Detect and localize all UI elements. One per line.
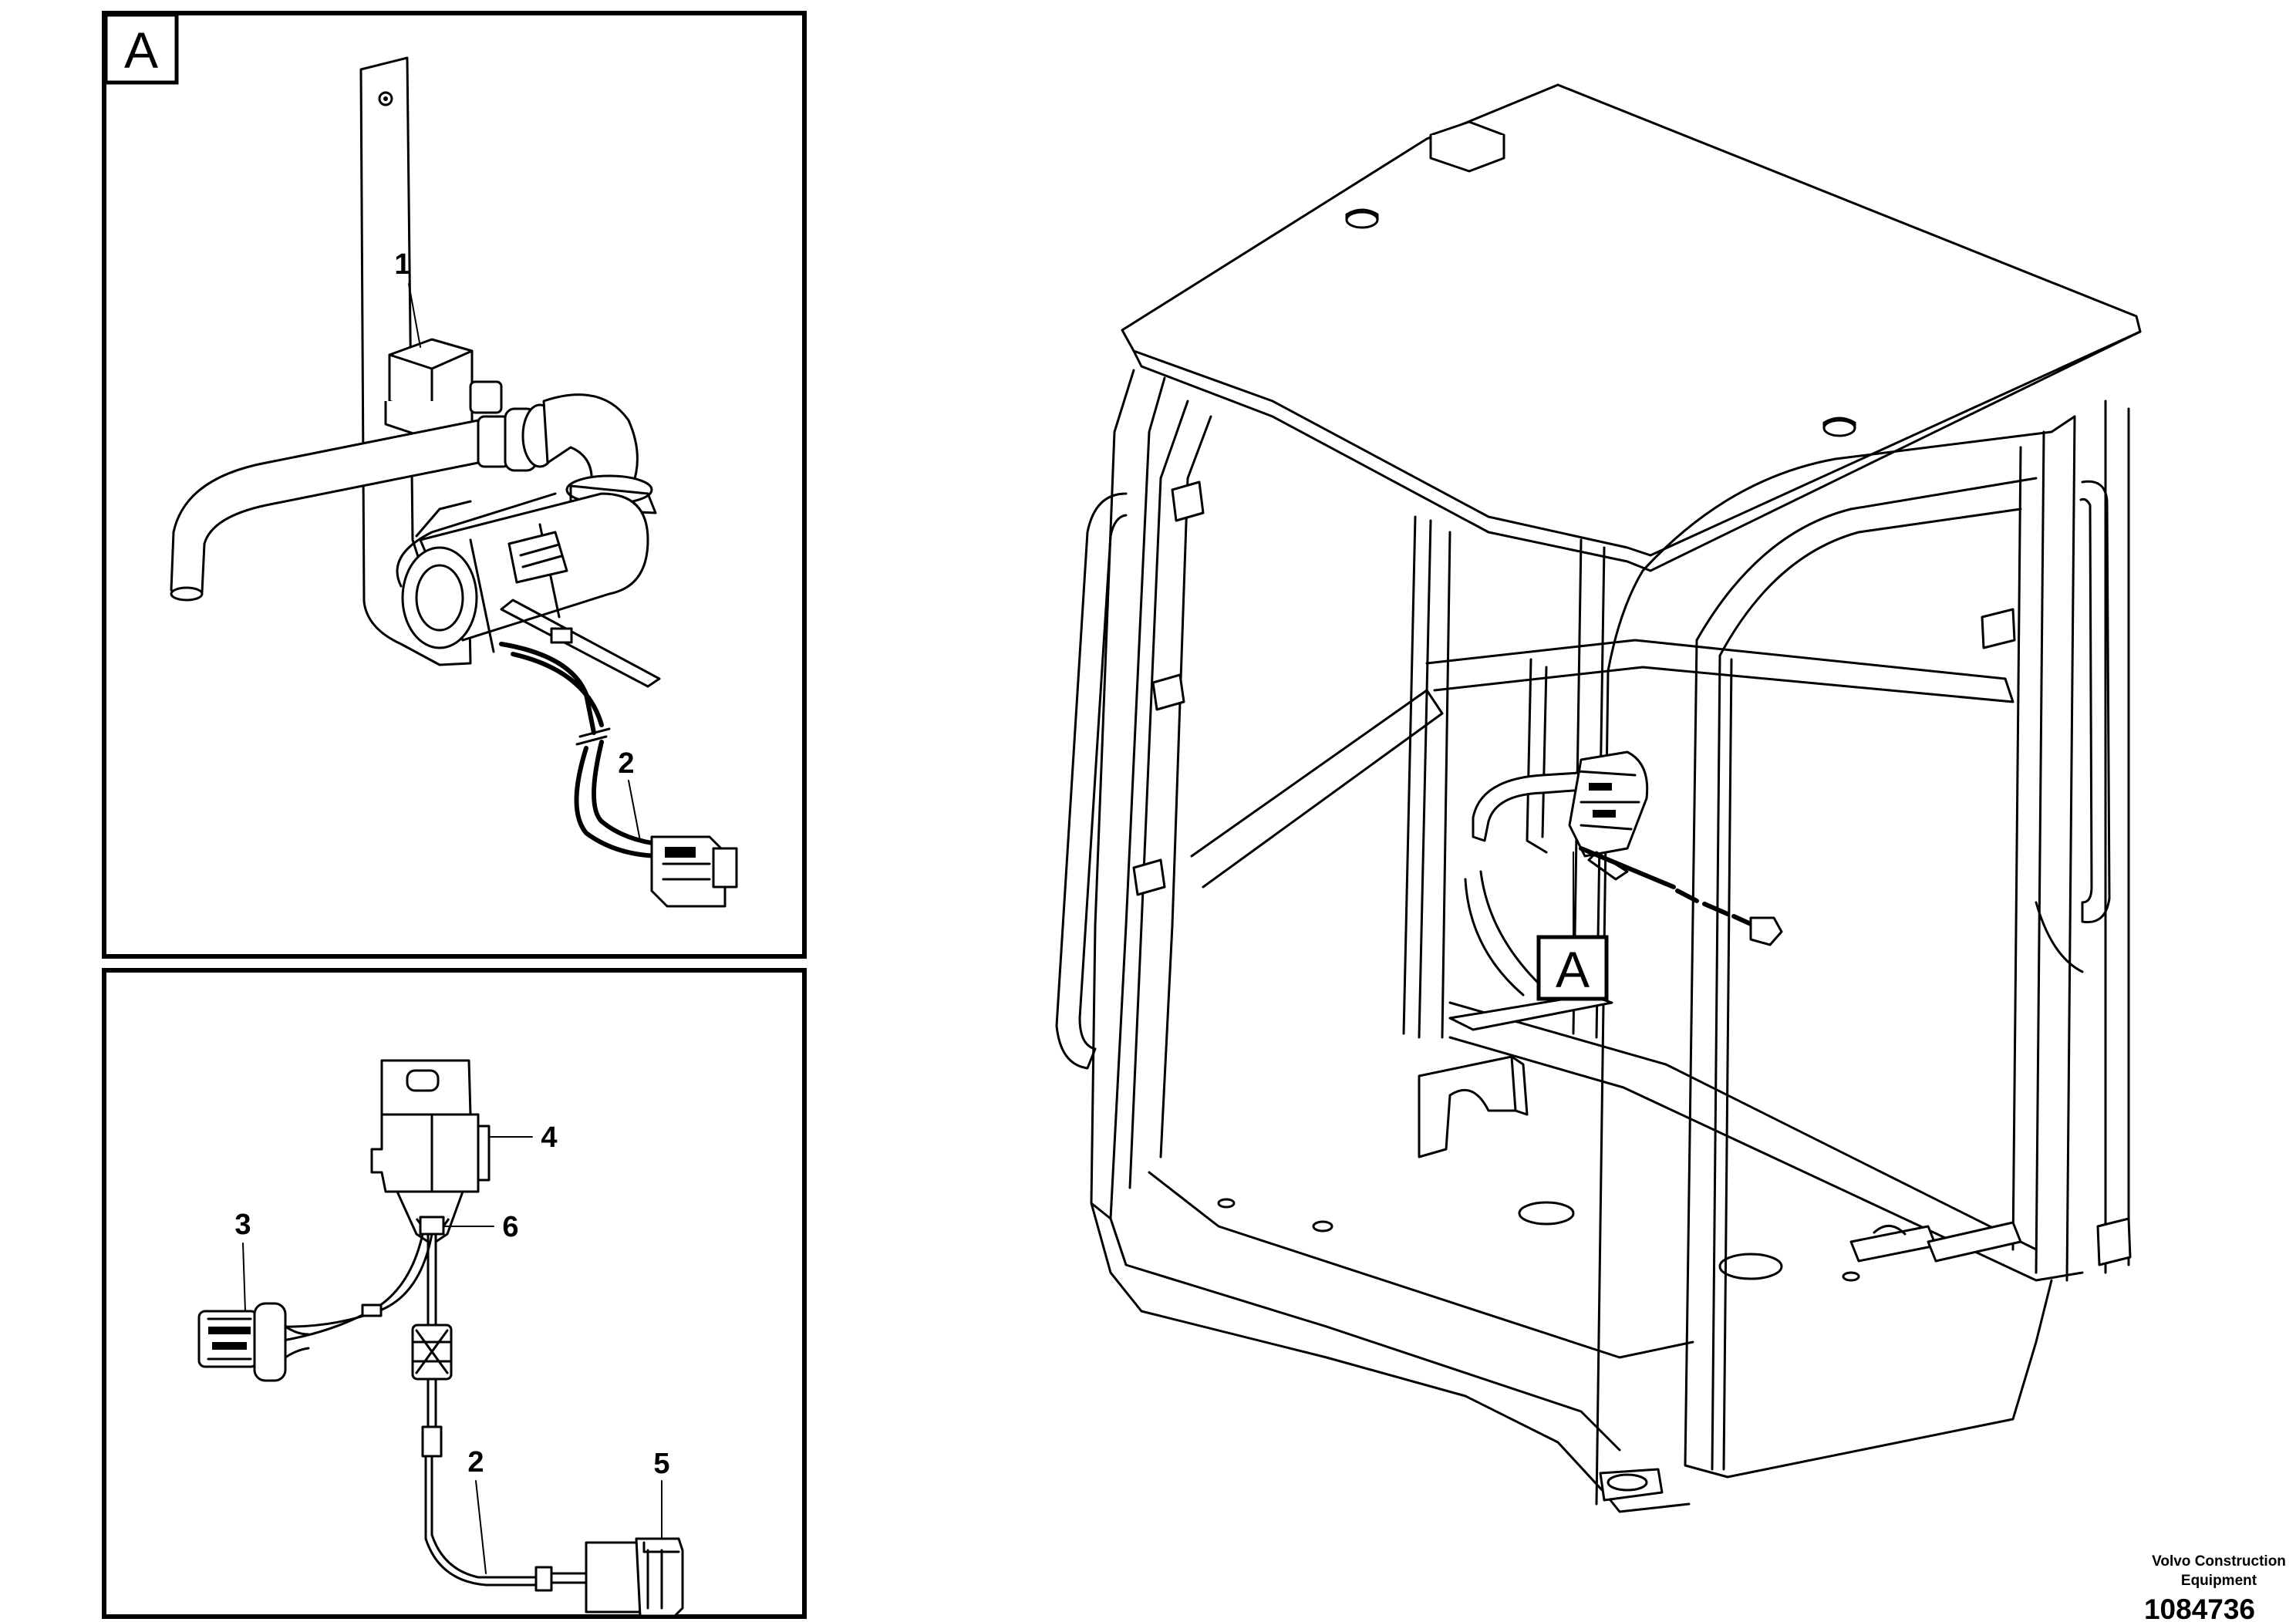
cable-tie [500, 599, 661, 688]
leader-2 [628, 780, 641, 841]
connector-4 [370, 1059, 491, 1243]
wiring-detail-panel: 4 6 3 2 5 [102, 968, 807, 1619]
cross-beam [1190, 689, 1444, 889]
callout-6: 6 [502, 1211, 518, 1243]
callout-3: 3 [234, 1209, 251, 1241]
leader-1 [408, 283, 421, 348]
handrail-left [1055, 492, 1128, 1070]
cab-door-frame [1641, 415, 2076, 572]
callout-1: 1 [394, 248, 410, 281]
cab-pillar-front-left [1090, 369, 1166, 1220]
connector [650, 835, 738, 908]
detail-a-box-label: A [124, 22, 158, 79]
callout-2-wire: 2 [467, 1446, 484, 1479]
connector-5 [585, 1537, 684, 1617]
cable-tie-6 [419, 1216, 445, 1236]
pump-location-a [1472, 658, 1783, 946]
cab-roof [1121, 83, 2142, 557]
cab-assembly: A [1055, 83, 2142, 1513]
bracket-hole [378, 91, 393, 106]
pointer-a-frame [1536, 935, 1609, 1001]
handrail-right [2079, 480, 2111, 924]
connector-3 [197, 1302, 310, 1382]
drawing-number: 1084736 [2144, 1593, 2255, 1622]
detail-a-box-label-frame [103, 12, 179, 85]
cab-pillar-rear [1402, 515, 1451, 1039]
cab-pillar-front-right [1684, 639, 1729, 1479]
pointer-a-label: A [1556, 941, 1590, 998]
company-line-2: Equipment [2181, 1573, 2257, 1589]
fuel-pump [396, 492, 649, 653]
company-line-1: Volvo Construction [2152, 1553, 2286, 1570]
connector-3-leader [242, 1243, 246, 1312]
wire-2-leader [475, 1480, 487, 1574]
pipe-elbow [542, 393, 639, 495]
fuse-holder [411, 1324, 453, 1381]
footer: Volvo Construction Equipment 1084736 [2144, 1553, 2286, 1622]
callout-4: 4 [541, 1121, 557, 1154]
callout-2: 2 [618, 747, 634, 780]
pipe-clamp [469, 380, 558, 472]
wire-branch [276, 1233, 433, 1328]
detail-a-panel: A [102, 11, 807, 959]
callout-5: 5 [653, 1448, 669, 1480]
cab-floor [1090, 1202, 1606, 1494]
floor-bracket [1418, 1055, 1517, 1158]
